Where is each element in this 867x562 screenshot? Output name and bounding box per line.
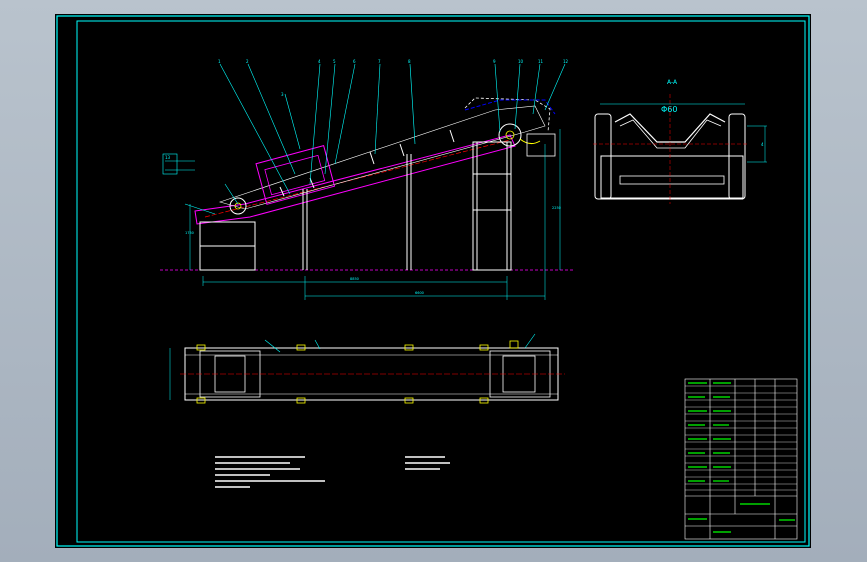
svg-text:3: 3 bbox=[281, 92, 284, 97]
svg-text:9: 9 bbox=[493, 59, 496, 64]
svg-text:1: 1 bbox=[218, 59, 221, 64]
svg-text:4: 4 bbox=[318, 59, 321, 64]
svg-text:5: 5 bbox=[333, 59, 336, 64]
svg-text:12: 12 bbox=[563, 59, 569, 64]
section-view: A-A Φ60 4 bbox=[593, 79, 767, 204]
svg-text:6: 6 bbox=[353, 59, 356, 64]
title-block-rows bbox=[685, 385, 797, 491]
svg-text:8: 8 bbox=[408, 59, 411, 64]
svg-text:2: 2 bbox=[246, 59, 249, 64]
dim-width-2: 6600 bbox=[415, 291, 424, 295]
dim-height-1: 2250 bbox=[552, 206, 561, 210]
outer-border bbox=[56, 15, 810, 547]
dim-small: 4 bbox=[761, 142, 764, 147]
dim-width-1: 8850 bbox=[350, 277, 359, 281]
diameter-label: Φ60 bbox=[661, 105, 677, 114]
technical-notes bbox=[215, 456, 450, 488]
inner-border bbox=[76, 20, 806, 543]
dim-height-2: 1750 bbox=[185, 231, 194, 235]
svg-text:7: 7 bbox=[378, 59, 381, 64]
section-label: A-A bbox=[667, 79, 678, 86]
plan-view bbox=[169, 333, 565, 404]
title-block bbox=[684, 378, 798, 540]
svg-text:10: 10 bbox=[518, 59, 524, 64]
svg-text:13: 13 bbox=[165, 155, 171, 160]
svg-text:11: 11 bbox=[538, 59, 544, 64]
title-block-text-marks bbox=[688, 382, 795, 533]
